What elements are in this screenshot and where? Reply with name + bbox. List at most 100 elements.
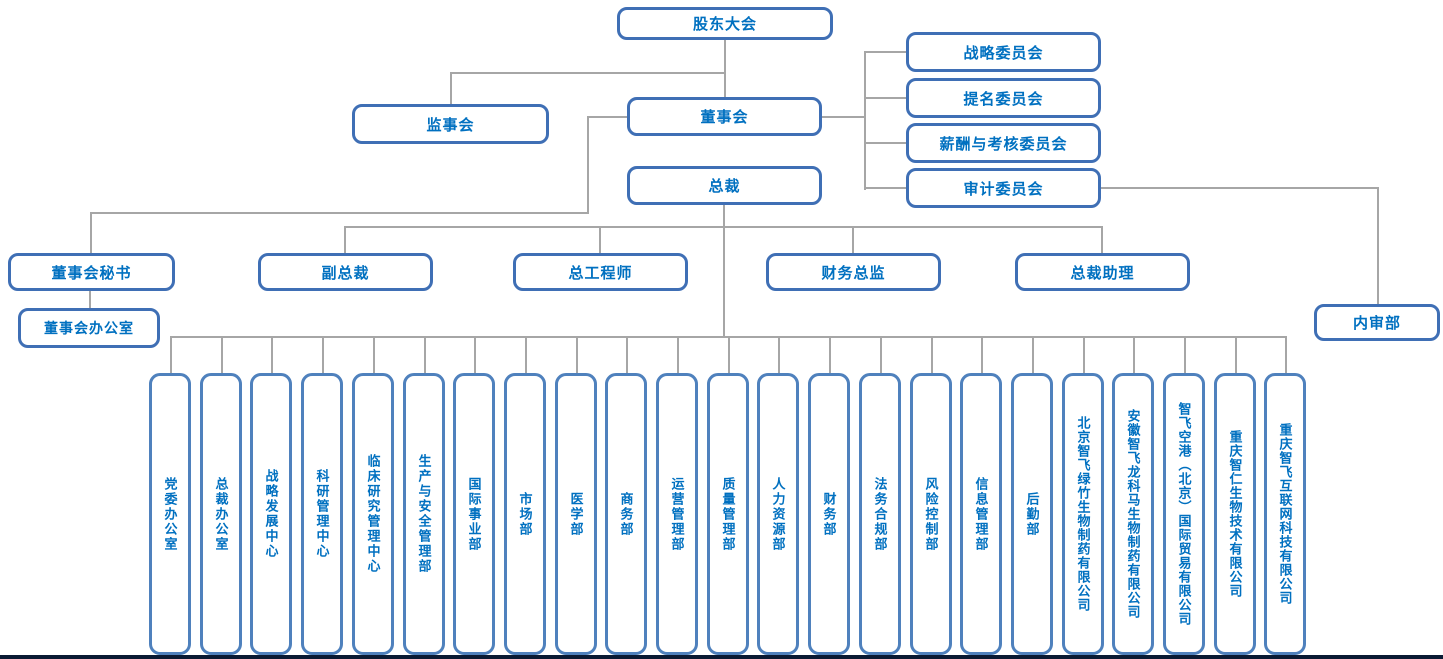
connector-line — [344, 226, 346, 253]
connector-line — [852, 226, 854, 253]
node-department-3: 科研管理中心 — [301, 373, 343, 655]
connector-line — [424, 336, 426, 373]
connector-line — [723, 204, 725, 338]
node-department-12: 人力资源部 — [757, 373, 799, 655]
department-label: 法务合规部 — [872, 476, 888, 552]
connector-line — [1377, 187, 1379, 304]
connector-line — [822, 116, 866, 118]
connector-line — [1184, 336, 1186, 373]
node-president: 总裁 — [627, 166, 822, 205]
node-department-22: 重庆智飞互联网科技有限公司 — [1264, 373, 1306, 655]
department-label: 临床研究管理中心 — [365, 454, 381, 574]
node-department-17: 后勤部 — [1011, 373, 1053, 655]
node-vice-president: 副总裁 — [258, 253, 433, 291]
connector-line — [880, 336, 882, 373]
department-label: 风险控制部 — [923, 476, 939, 552]
node-department-9: 商务部 — [605, 373, 647, 655]
footer-strip — [0, 655, 1443, 659]
connector-line — [724, 40, 726, 97]
department-label: 生产与安全管理部 — [416, 454, 432, 574]
connector-line — [829, 336, 831, 373]
node-board-of-directors: 董事会 — [627, 97, 822, 136]
connector-line — [271, 336, 273, 373]
node-department-1: 总裁办公室 — [200, 373, 242, 655]
node-department-14: 法务合规部 — [859, 373, 901, 655]
connector-line — [728, 336, 730, 373]
connector-line — [170, 336, 172, 373]
connector-line — [322, 336, 324, 373]
node-department-4: 临床研究管理中心 — [352, 373, 394, 655]
department-label: 国际事业部 — [466, 476, 482, 552]
node-department-16: 信息管理部 — [960, 373, 1002, 655]
connector-line — [864, 187, 906, 189]
department-label: 财务部 — [821, 491, 837, 537]
department-label: 安徽智飞龙科马生物制药有限公司 — [1125, 409, 1141, 619]
connector-line — [677, 336, 679, 373]
node-committee-1: 提名委员会 — [906, 78, 1101, 118]
connector-line — [587, 116, 589, 214]
connector-line — [1133, 336, 1135, 373]
node-department-11: 质量管理部 — [707, 373, 749, 655]
node-committee-2: 薪酬与考核委员会 — [906, 123, 1101, 163]
connector-line — [778, 336, 780, 373]
node-department-18: 北京智飞绿竹生物制药有限公司 — [1062, 373, 1104, 655]
department-label: 重庆智仁生物技术有限公司 — [1227, 430, 1243, 598]
connector-line — [864, 142, 906, 144]
node-department-7: 市场部 — [504, 373, 546, 655]
connector-line — [599, 226, 601, 253]
connector-line — [89, 291, 91, 308]
connector-line — [1101, 187, 1378, 189]
department-label: 人力资源部 — [770, 476, 786, 552]
node-department-21: 重庆智仁生物技术有限公司 — [1214, 373, 1256, 655]
connector-line — [450, 72, 726, 74]
connector-line — [450, 72, 452, 104]
node-committee-3: 审计委员会 — [906, 168, 1101, 208]
department-label: 商务部 — [618, 491, 634, 537]
node-department-5: 生产与安全管理部 — [403, 373, 445, 655]
node-finance-director: 财务总监 — [766, 253, 941, 291]
department-label: 后勤部 — [1024, 491, 1040, 537]
node-board-office: 董事会办公室 — [18, 308, 160, 348]
node-department-10: 运营管理部 — [656, 373, 698, 655]
node-shareholders-meeting: 股东大会 — [617, 7, 833, 40]
connector-line — [576, 336, 578, 373]
department-label: 医学部 — [568, 491, 584, 537]
department-label: 质量管理部 — [720, 476, 736, 552]
node-department-19: 安徽智飞龙科马生物制药有限公司 — [1112, 373, 1154, 655]
node-department-2: 战略发展中心 — [250, 373, 292, 655]
department-label: 总裁办公室 — [213, 476, 229, 552]
connector-line — [864, 97, 906, 99]
node-chief-engineer: 总工程师 — [513, 253, 688, 291]
department-label: 市场部 — [517, 491, 533, 537]
connector-line — [864, 51, 906, 53]
node-committee-0: 战略委员会 — [906, 32, 1101, 72]
connector-line — [587, 116, 627, 118]
department-label: 运营管理部 — [669, 476, 685, 552]
connector-line — [90, 212, 589, 214]
node-department-6: 国际事业部 — [453, 373, 495, 655]
node-department-15: 风险控制部 — [910, 373, 952, 655]
connector-line — [221, 336, 223, 373]
node-supervisory-board: 监事会 — [352, 104, 549, 144]
node-board-secretary: 董事会秘书 — [8, 253, 175, 291]
connector-line — [931, 336, 933, 373]
connector-line — [626, 336, 628, 373]
department-label: 科研管理中心 — [314, 469, 330, 559]
department-label: 北京智飞绿竹生物制药有限公司 — [1075, 416, 1091, 612]
connector-line — [373, 336, 375, 373]
department-label: 重庆智飞互联网科技有限公司 — [1277, 423, 1293, 605]
connector-line — [525, 336, 527, 373]
node-department-13: 财务部 — [808, 373, 850, 655]
node-department-8: 医学部 — [555, 373, 597, 655]
connector-line — [1032, 336, 1034, 373]
department-label: 战略发展中心 — [263, 469, 279, 559]
connector-line — [981, 336, 983, 373]
department-label: 智飞空港（北京）国际贸易有限公司 — [1176, 402, 1192, 626]
connector-line — [1235, 336, 1237, 373]
connector-line — [1101, 226, 1103, 253]
department-label: 党委办公室 — [162, 476, 178, 552]
connector-line — [345, 226, 1103, 228]
connector-line — [1083, 336, 1085, 373]
connector-line — [90, 212, 92, 253]
